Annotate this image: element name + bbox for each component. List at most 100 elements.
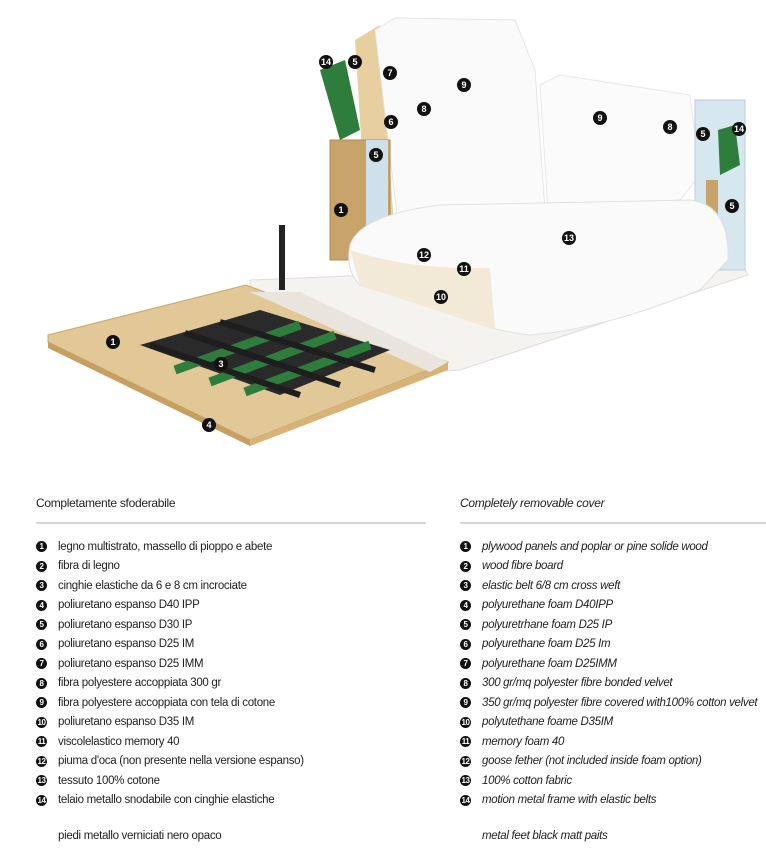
number-badge: 6 <box>460 638 471 650</box>
callout-marker: 1 <box>334 203 348 217</box>
number-badge: 2 <box>36 560 47 572</box>
left-metal-frame <box>320 60 360 140</box>
callout-marker: 8 <box>663 120 677 134</box>
number-badge: 4 <box>460 599 471 611</box>
english-heading: Completely removable cover <box>460 496 605 510</box>
callout-marker: 5 <box>348 55 362 69</box>
marker-number: 11 <box>459 264 469 274</box>
callout-marker: 1 <box>106 335 120 349</box>
number-badge: 5 <box>36 619 47 631</box>
legend-text: memory foam 40 <box>482 735 565 748</box>
marker-number: 6 <box>388 117 393 127</box>
marker-number: 5 <box>729 201 734 211</box>
callout-marker: 4 <box>202 418 216 432</box>
marker-number: 1 <box>110 337 115 347</box>
number-badge: 14 <box>460 794 471 806</box>
legend-text: fibra polyestere accoppiata con tela di … <box>58 696 275 709</box>
marker-number: 14 <box>321 57 331 67</box>
number-badge: 11 <box>460 736 471 748</box>
fibre-board <box>250 292 448 372</box>
number-badge: 6 <box>36 638 47 650</box>
legend-item: 5 polyuretrhane foam D25 IP <box>460 615 766 635</box>
legend-text: 350 gr/mq polyester fibre covered with10… <box>482 696 758 709</box>
marker-number: 14 <box>734 124 744 134</box>
legend-text: cinghie elastiche da 6 e 8 cm incrociate <box>58 579 247 592</box>
number-badge: 5 <box>460 619 471 631</box>
number-badge: 7 <box>36 658 47 670</box>
number-badge: 14 <box>36 794 47 806</box>
legend-text: 300 gr/mq polyester fibre bonded velvet <box>482 677 673 690</box>
legend-text: poliuretano espanso D25 IM <box>58 638 195 651</box>
legend-text: legno multistrato, massello di pioppo e … <box>58 540 273 553</box>
marker-number: 1 <box>338 205 343 215</box>
wood-base-edge <box>48 342 250 446</box>
marker-number: 13 <box>564 233 574 243</box>
metal-leg <box>279 225 285 290</box>
english-feet-note: metal feet black matt paits <box>482 830 608 842</box>
italian-feet-note: piedi metallo verniciati nero opaco <box>58 830 222 842</box>
number-badge: 12 <box>460 755 471 767</box>
back-cushion-right <box>539 74 701 211</box>
callout-marker: 13 <box>562 231 576 245</box>
number-badge: 3 <box>36 580 47 592</box>
callout-marker: 14 <box>319 55 333 69</box>
legend-text: polyurethane foam D40IPP <box>482 599 613 612</box>
callout-marker: 5 <box>369 148 383 162</box>
marker-number: 5 <box>700 129 705 139</box>
marker-number: 9 <box>461 80 466 90</box>
callout-marker: 9 <box>593 111 607 125</box>
legend-text: viscolelastico memory 40 <box>58 735 180 748</box>
legend-item: 4 polyurethane foam D40IPP <box>460 596 766 616</box>
callout-marker: 8 <box>417 102 431 116</box>
marker-number: 4 <box>206 420 211 430</box>
callout-marker: 12 <box>417 248 431 262</box>
marker-number: 5 <box>373 150 378 160</box>
legend-text: motion metal frame with elastic belts <box>482 794 657 807</box>
elastic-belts <box>140 310 390 398</box>
callout-marker: 7 <box>383 66 397 80</box>
number-badge: 13 <box>460 775 471 787</box>
divider <box>460 522 766 524</box>
number-badge: 9 <box>460 697 471 709</box>
legend-text: elastic belt 6/8 cm cross weft <box>482 579 620 592</box>
callout-marker: 11 <box>457 262 471 276</box>
italian-heading: Completamente sfoderabile <box>36 496 176 510</box>
legend-text: piuma d'oca (non presente nella versione… <box>58 755 304 768</box>
callout-marker: 3 <box>214 357 228 371</box>
marker-number: 3 <box>218 359 223 369</box>
number-badge: 1 <box>460 541 471 553</box>
legend-text: polyuretrhane foam D25 IP <box>482 618 612 631</box>
number-badge: 7 <box>460 658 471 670</box>
legend-text: fibra polyestere accoppiata 300 gr <box>58 677 222 690</box>
legend-text: polyutethane foame D35IM <box>482 716 613 729</box>
number-badge: 12 <box>36 755 47 767</box>
marker-number: 9 <box>597 113 602 123</box>
legend-text: poliuretano espanso D35 IM <box>58 716 195 729</box>
number-badge: 2 <box>460 560 471 572</box>
legend-item: 3 cinghie elastiche da 6 e 8 cm incrociat… <box>36 576 426 596</box>
callout-marker: 10 <box>434 290 448 304</box>
legend-item: 9 350 gr/mq polyester fibre covered with1… <box>460 693 766 713</box>
number-badge: 4 <box>36 599 47 611</box>
legend-text: 100% cotton fabric <box>482 774 572 787</box>
number-badge: 3 <box>460 580 471 592</box>
